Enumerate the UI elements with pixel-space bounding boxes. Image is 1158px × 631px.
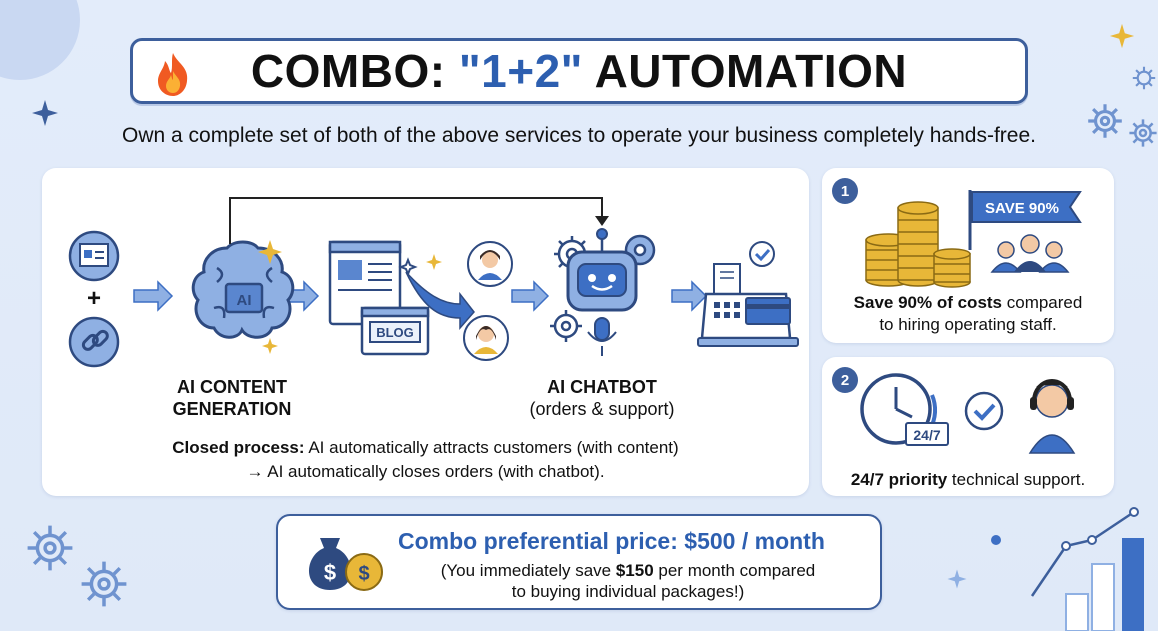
process-panel: + AI xyxy=(42,168,809,496)
save-flag-label: SAVE 90% xyxy=(985,200,1059,217)
support-illustration: 24/7 xyxy=(860,373,1076,454)
sparkle-icon xyxy=(947,569,967,589)
cash-register-icon xyxy=(697,263,799,347)
cost-benefit-line2: to hiring operating staff. xyxy=(879,315,1057,334)
curved-arrow-icon xyxy=(405,271,475,330)
svg-text:$: $ xyxy=(324,560,336,585)
content-label-line2: GENERATION xyxy=(172,399,292,419)
benefit-number: 2 xyxy=(832,367,858,393)
flag-icon: SAVE 90% xyxy=(968,190,1082,250)
gear-icon xyxy=(1088,104,1122,138)
price-note-amount: $150 xyxy=(615,561,654,580)
sparkle-icon xyxy=(32,100,58,126)
fire-icon xyxy=(158,53,188,96)
chart-icon xyxy=(991,507,1144,631)
team-icon xyxy=(990,234,1070,273)
title-suffix: AUTOMATION xyxy=(583,45,908,97)
cost-benefit-text: Save 90% of costs compared to hiring ope… xyxy=(822,292,1114,336)
benefit-card-support: 2 24/7 24/7 priority technical support. xyxy=(822,357,1114,496)
cost-benefit-rest: compared xyxy=(1002,293,1083,312)
headset-agent-icon xyxy=(1028,379,1076,454)
benefit-number: 1 xyxy=(832,178,858,204)
price-note-b: per month compared xyxy=(653,561,816,580)
ai-chip-label: AI xyxy=(237,292,252,309)
chatbot-label-title: AI CHATBOT xyxy=(547,377,657,397)
coin-stack-icon xyxy=(865,201,971,288)
check-icon xyxy=(964,391,1004,431)
process-diagram: + AI xyxy=(68,197,799,368)
cost-illustration: SAVE 90% xyxy=(865,190,1082,288)
price-title: Combo preferential price: $500 / month xyxy=(398,528,825,554)
avatar-icon xyxy=(467,241,513,287)
check-icon xyxy=(749,241,775,267)
link-icon xyxy=(68,316,120,368)
title-banner: COMBO: "1+2" AUTOMATION xyxy=(130,38,1028,104)
gear-icon xyxy=(81,561,127,607)
background-blob xyxy=(0,0,80,80)
money-icon-group: $ $ xyxy=(308,538,383,591)
sparkle-icon xyxy=(258,240,282,354)
support-benefit-rest: technical support. xyxy=(947,470,1086,489)
sparkle-icon xyxy=(426,254,442,270)
content-label-line1: AI CONTENT xyxy=(177,377,287,397)
brain-ai-icon: AI xyxy=(191,240,295,339)
title-prefix: COMBO: xyxy=(250,45,459,97)
sparkle-icon xyxy=(1109,23,1135,49)
blog-label: BLOG xyxy=(376,325,414,340)
title-quote: "1+2" xyxy=(458,45,583,97)
gear-icon xyxy=(27,525,73,571)
support-benefit-bold: 24/7 priority xyxy=(850,470,948,489)
document-icon xyxy=(328,240,402,326)
process-description: Closed process: AI automatically attract… xyxy=(42,436,809,484)
coin-icon: $ xyxy=(345,553,383,591)
money-bag-icon: $ xyxy=(308,538,352,590)
clock-icon: 24/7 xyxy=(860,373,949,446)
cost-benefit-bold: Save 90% of costs xyxy=(853,293,1003,312)
price-panel: $ $ Combo preferential price: $500 / mon… xyxy=(276,514,882,610)
robot-icon xyxy=(566,228,638,312)
sparkle-icon xyxy=(398,257,418,277)
blog-icon: BLOG xyxy=(360,306,430,356)
benefit-card-cost: 1 SAVE 90% Save 90% of costs compared to… xyxy=(822,168,1114,343)
gear-icon xyxy=(1129,119,1157,147)
process-rest: AI automatically attracts customers (wit… xyxy=(304,438,679,457)
svg-text:$: $ xyxy=(358,563,369,585)
svg-text:+: + xyxy=(87,285,101,312)
microphone-icon xyxy=(587,317,617,356)
gear-icon xyxy=(550,310,582,342)
page-title: COMBO: "1+2" AUTOMATION xyxy=(251,44,907,98)
support-benefit-text: 24/7 priority technical support. xyxy=(822,469,1114,491)
process-line2: → AI automatically closes orders (with c… xyxy=(246,462,605,481)
clock-badge-label: 24/7 xyxy=(913,427,940,443)
avatar-icon xyxy=(463,315,509,361)
price-note: (You immediately save $150 per month com… xyxy=(398,560,858,602)
arrowhead-icon xyxy=(595,216,609,226)
subtitle: Own a complete set of both of the above … xyxy=(121,124,1036,147)
price-note-line2: to buying individual packages!) xyxy=(511,582,745,601)
chatbot-label-sub: (orders & support) xyxy=(529,399,675,419)
price-note-a: (You immediately save xyxy=(440,561,616,580)
browser-window-icon xyxy=(68,230,120,282)
gear-icon xyxy=(1132,66,1156,90)
process-bold: Closed process: xyxy=(172,438,305,457)
content-generation-label: AI CONTENT GENERATION xyxy=(142,376,322,420)
chatbot-label: AI CHATBOT (orders & support) xyxy=(482,376,722,420)
